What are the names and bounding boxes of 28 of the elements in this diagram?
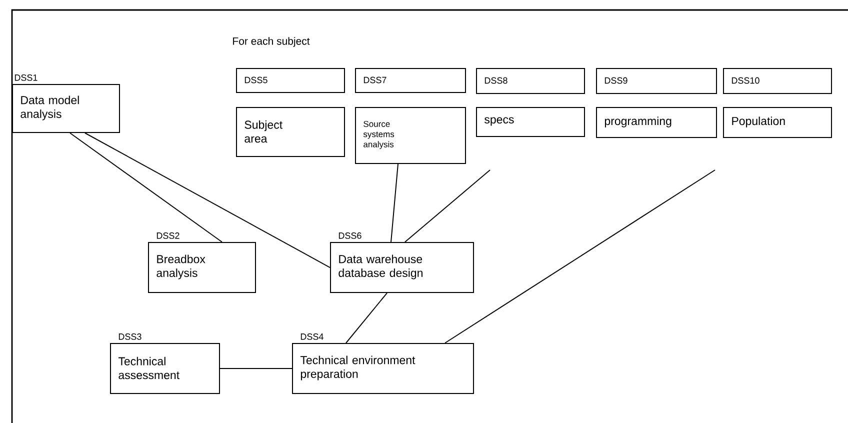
process-box: DSS7 xyxy=(355,68,466,93)
process-box: Data model analysis xyxy=(12,84,120,133)
connector-line xyxy=(220,368,292,369)
process-box: specs xyxy=(476,107,585,137)
connector-line xyxy=(84,132,330,268)
process-box: DSS5 xyxy=(236,68,345,93)
connector-line xyxy=(346,292,388,344)
step-code: DSS3 xyxy=(118,333,142,340)
step-code: DSS4 xyxy=(300,333,324,340)
process-box: Technical assessment xyxy=(110,343,220,394)
step-code: DSS6 xyxy=(338,232,362,239)
step-code: DSS1 xyxy=(14,74,38,81)
connector-line xyxy=(404,170,490,242)
note-text: For each subject xyxy=(233,37,310,47)
connector-line xyxy=(70,132,222,242)
process-box: programming xyxy=(596,107,717,138)
process-box: Subject area xyxy=(236,107,345,157)
process-box: DSS9 xyxy=(596,68,717,94)
process-box: DSS8 xyxy=(476,68,585,94)
process-box: DSS10 xyxy=(723,68,832,94)
process-box: Population xyxy=(723,107,832,138)
process-box: Breadbox analysis xyxy=(148,242,256,293)
process-box: Data warehouse database design xyxy=(330,242,474,293)
connector-line xyxy=(444,170,716,344)
step-code: DSS2 xyxy=(156,232,180,239)
process-box: Technical environment preparation xyxy=(292,343,474,394)
connector-line xyxy=(390,164,398,242)
process-box: Source systems analysis xyxy=(355,107,466,164)
